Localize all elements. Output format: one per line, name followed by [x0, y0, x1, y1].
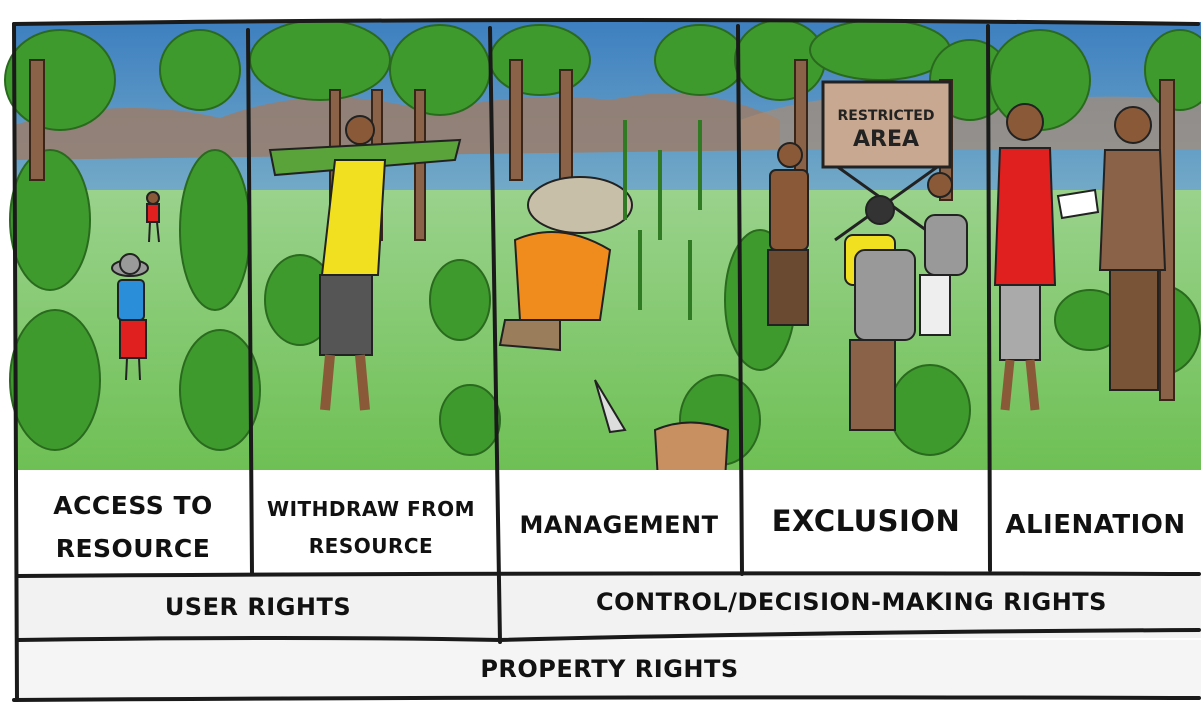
farmer-planting — [498, 120, 730, 481]
panel-label-access-line2: RESOURCE — [55, 534, 211, 563]
group-label-user-rights: USER RIGHTS — [164, 593, 352, 622]
envelope-icon — [1056, 188, 1100, 220]
child-figure-far — [146, 191, 160, 243]
stump-icon — [653, 421, 730, 481]
panel-label-access: ACCESS TO RESOURCE — [20, 482, 246, 574]
panel-label-withdraw: WITHDRAW FROM RESOURCE — [254, 486, 488, 570]
panel-label-access-line1: ACCESS TO — [53, 491, 213, 521]
backpack-icon — [924, 214, 968, 276]
man-carrying-branches — [268, 115, 462, 411]
backpack-icon — [854, 249, 916, 341]
panel-label-management-text: MANAGEMENT — [519, 511, 719, 540]
machete-icon — [594, 379, 627, 434]
panel-label-withdraw-line1: WITHDRAW FROM — [267, 497, 475, 521]
panel-label-exclusion: EXCLUSION — [744, 478, 988, 566]
footer-label-property-rights: PROPERTY RIGHTS — [480, 655, 739, 684]
hat-icon — [527, 176, 633, 234]
panel-label-alienation-text: ALIENATION — [1005, 510, 1186, 541]
ranger-figure — [767, 142, 809, 326]
sign-icon: RESTRICTED AREA — [821, 80, 952, 242]
hikers-figures — [844, 172, 968, 431]
footer-band — [18, 640, 1201, 698]
panel-label-exclusion-text: EXCLUSION — [771, 504, 961, 539]
man-giving — [1098, 106, 1167, 391]
group-label-control-rights: CONTROL/DECISION-MAKING RIGHTS — [596, 588, 1107, 617]
panel-label-management: MANAGEMENT — [500, 482, 738, 570]
sign-line1: RESTRICTED — [838, 108, 935, 124]
group-band — [18, 576, 1201, 638]
panel-label-alienation: ALIENATION — [992, 482, 1199, 570]
woman-receiving — [993, 103, 1057, 411]
child-figure-near — [111, 253, 149, 381]
frame-lines — [12, 18, 1201, 702]
panel-label-withdraw-line2: RESOURCE — [308, 534, 434, 558]
sign-line2: AREA — [853, 127, 919, 152]
